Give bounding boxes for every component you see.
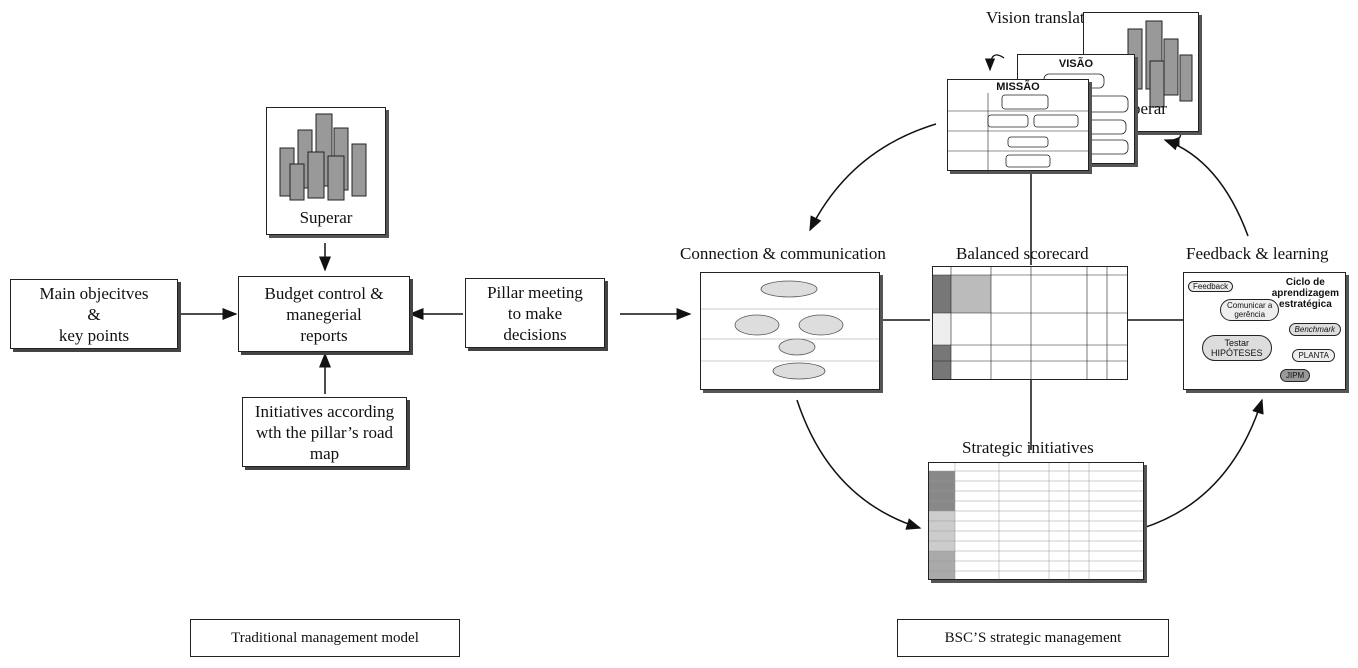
- missao-title: MISSÃO: [996, 81, 1040, 93]
- feedback-learning-label: Feedback & learning: [1186, 244, 1329, 263]
- main-objectives-box: Main objecitves & key points: [10, 279, 178, 349]
- cloud-testar: Testar HIPÓTESES: [1202, 335, 1272, 361]
- buildings-icon: [1127, 20, 1193, 108]
- mission-mini-chart: [948, 93, 1088, 170]
- arrow-connection-to-initiatives: [796, 399, 922, 530]
- cloud-planta: PLANTA: [1292, 349, 1335, 362]
- superar-label: Superar: [299, 208, 353, 227]
- feedback-thumbnail: Ciclo de aprendizagem estratégica Feedba…: [1183, 272, 1346, 390]
- traditional-caption: Traditional management model: [190, 619, 460, 657]
- budget-control-box: Budget control & manegerial reports: [238, 276, 410, 352]
- visao-title: VISÃO: [1058, 58, 1094, 70]
- vision-translation-label: Vision translation: [986, 8, 1107, 27]
- initiatives-box: Initiatives according wth the pillar’s r…: [242, 397, 407, 467]
- connection-thumbnail: [700, 272, 880, 390]
- balanced-scorecard-label: Balanced scorecard: [956, 244, 1089, 263]
- learning-cycle-title: Ciclo de aprendizagem estratégica: [1271, 277, 1339, 310]
- missao-card: MISSÃO: [947, 79, 1089, 171]
- arrow-initiatives-to-feedback: [1142, 398, 1264, 529]
- superar-logo-box: Superar: [266, 107, 386, 235]
- scorecard-mini-table: [933, 267, 1127, 379]
- bsc-caption: BSC’S strategic management: [897, 619, 1169, 657]
- cloud-benchmark: Benchmark: [1288, 323, 1341, 336]
- strategic-initiatives-thumbnail: [928, 462, 1144, 580]
- superar-partial-label: perar: [1132, 99, 1167, 118]
- arrow-feedback-to-vision: [1163, 138, 1249, 237]
- cloud-jipm: JIPM: [1280, 369, 1311, 382]
- balanced-scorecard-thumbnail: [932, 266, 1128, 380]
- pillar-meeting-box: Pillar meeting to make decisions: [465, 278, 605, 348]
- buildings-icon: [279, 113, 367, 201]
- cloud-feedback: Feedback: [1188, 281, 1234, 292]
- initiatives-mini-table: [929, 463, 1143, 579]
- cloud-comunicar: Comunicar a gerência: [1220, 299, 1280, 321]
- arrow-vision-to-connection: [809, 123, 937, 232]
- superar-partial-card: perar: [1083, 12, 1199, 132]
- cycle-arrow-icon: [984, 54, 1005, 72]
- connection-mini-chart: [701, 280, 879, 380]
- strategic-initiatives-label: Strategic initiatives: [962, 438, 1094, 457]
- connection-communication-label: Connection & communication: [680, 244, 886, 263]
